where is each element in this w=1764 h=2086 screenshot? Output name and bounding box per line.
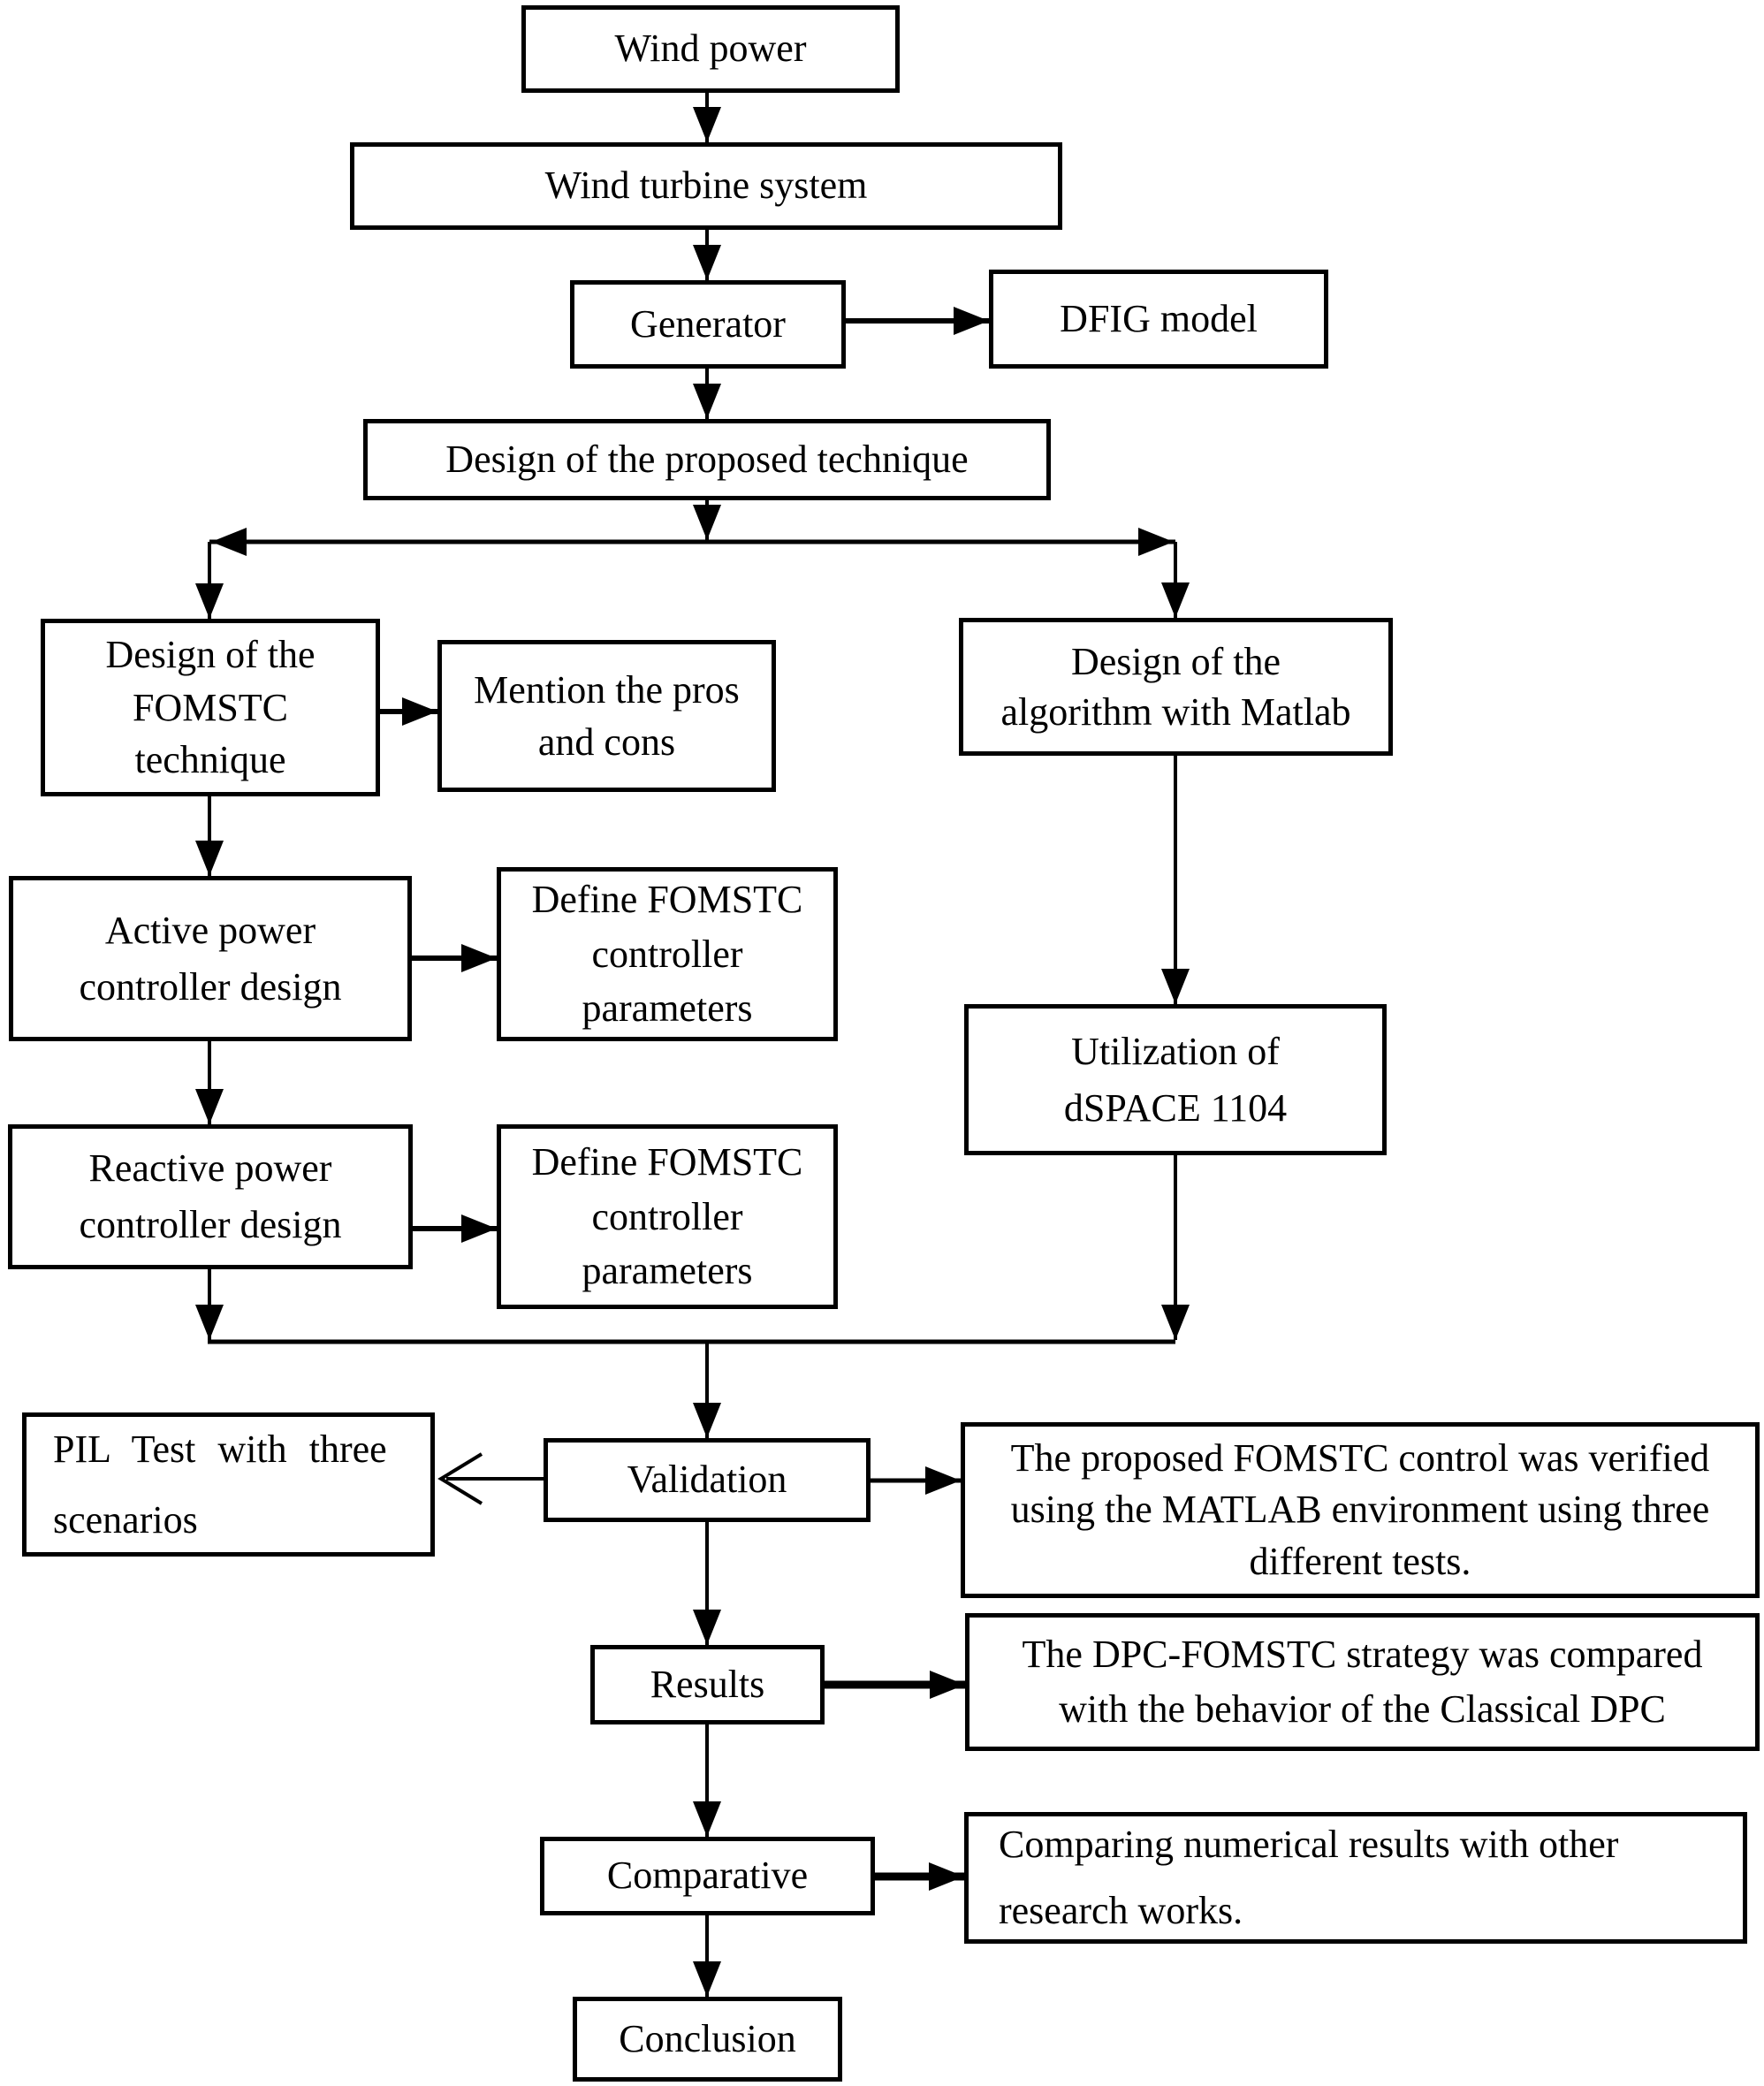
node-define-fomstc-parameters-1: Define FOMSTC controller parameters (497, 867, 838, 1041)
node-reactive-power-controller: Reactive power controller design (8, 1124, 413, 1269)
node-reactive-power-controller-label: Reactive power controller design (79, 1146, 342, 1246)
node-results: Results (590, 1645, 825, 1724)
node-design-algorithm-matlab: Design of the algorithm with Matlab (959, 618, 1393, 756)
node-comparative: Comparative (540, 1837, 875, 1915)
node-utilization-dspace: Utilization of dSPACE 1104 (964, 1004, 1387, 1155)
node-design-proposed-technique: Design of the proposed technique (363, 419, 1051, 500)
node-validation-label: Validation (627, 1458, 787, 1502)
node-dpc-note-label: The DPC-FOMSTC strategy was compared wit… (1022, 1633, 1703, 1731)
edge-validation-pil-chevron (437, 1452, 483, 1505)
node-generator-label: Generator (630, 301, 786, 346)
node-design-fomstc-technique: Design of the FOMSTC technique (41, 619, 380, 796)
node-results-label: Results (650, 1662, 765, 1706)
node-dfig-model-label: DFIG model (1060, 296, 1258, 340)
node-conclusion: Conclusion (573, 1997, 842, 2082)
node-dpc-note: The DPC-FOMSTC strategy was compared wit… (965, 1613, 1760, 1751)
node-define-fomstc-parameters-1-label: Define FOMSTC controller parameters (531, 878, 803, 1031)
node-pil-test-label: PIL Test with three scenarios (53, 1427, 387, 1542)
node-utilization-dspace-label: Utilization of dSPACE 1104 (1063, 1029, 1288, 1130)
node-define-fomstc-parameters-2: Define FOMSTC controller parameters (497, 1124, 838, 1309)
node-mention-pros-cons-label: Mention the pros and cons (474, 667, 740, 764)
node-dfig-model: DFIG model (989, 270, 1328, 369)
node-comparative-label: Comparative (606, 1854, 809, 1898)
node-wind-power-label: Wind power (614, 27, 807, 71)
node-wind-power: Wind power (521, 5, 900, 93)
node-active-power-controller-label: Active power controller design (79, 908, 342, 1009)
node-mention-pros-cons: Mention the pros and cons (437, 640, 776, 792)
node-validation: Validation (544, 1438, 871, 1522)
node-design-fomstc-technique-label: Design of the FOMSTC technique (105, 633, 316, 782)
node-generator: Generator (570, 280, 846, 369)
node-design-proposed-technique-label: Design of the proposed technique (445, 437, 969, 481)
node-active-power-controller: Active power controller design (9, 876, 412, 1041)
node-wind-turbine-system: Wind turbine system (350, 142, 1062, 230)
node-pil-test: PIL Test with three scenarios (22, 1412, 435, 1557)
node-verified-note: The proposed FOMSTC control was verified… (961, 1422, 1760, 1598)
node-verified-note-label: The proposed FOMSTC control was verified… (1010, 1436, 1710, 1583)
node-define-fomstc-parameters-2-label: Define FOMSTC controller parameters (531, 1140, 803, 1293)
node-conclusion-label: Conclusion (619, 2016, 796, 2060)
node-design-algorithm-matlab-label: Design of the algorithm with Matlab (1000, 639, 1351, 734)
node-comparing-note: Comparing numerical results with other r… (964, 1812, 1747, 1944)
node-wind-turbine-system-label: Wind turbine system (544, 164, 868, 208)
node-comparing-note-label: Comparing numerical results with other r… (999, 1822, 1619, 1932)
